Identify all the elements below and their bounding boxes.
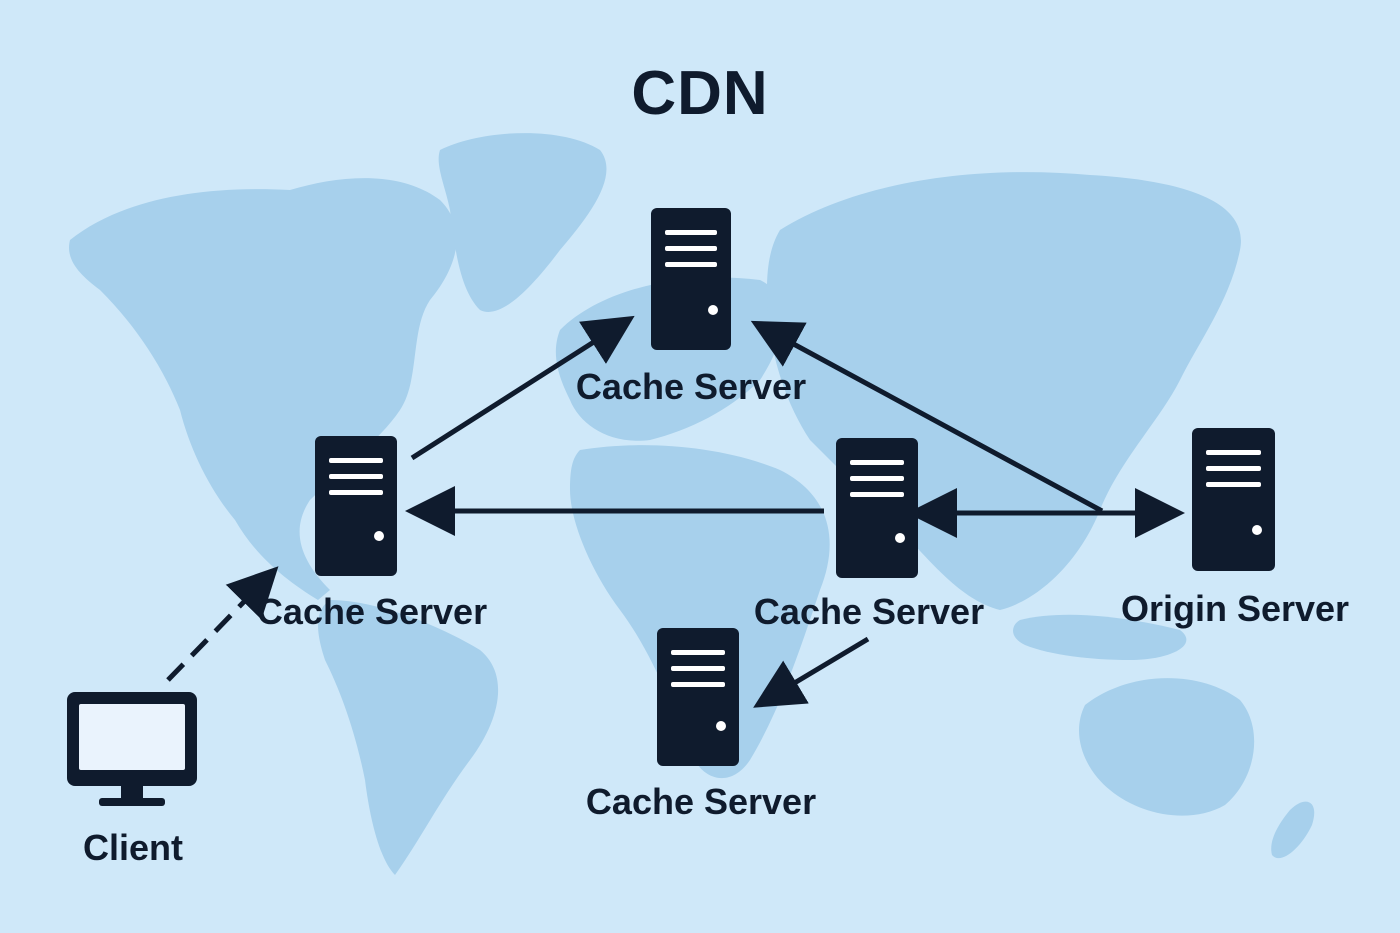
server-icon	[836, 438, 918, 578]
edge-cache-central-to-cache-south	[753, 636, 870, 708]
server-icon	[651, 208, 731, 350]
edge-client-to-cache-west	[166, 566, 279, 682]
australia-shape	[1079, 678, 1255, 816]
connections	[166, 315, 1185, 708]
south-america-shape	[318, 600, 499, 875]
indonesia-shape	[1013, 614, 1187, 660]
edge-origin-to-cache-north	[750, 320, 1104, 514]
server-icon	[1192, 428, 1275, 571]
server-icon	[315, 436, 397, 576]
server-icon	[657, 628, 739, 766]
client-label: Client	[82, 827, 184, 868]
greenland-shape	[438, 133, 607, 312]
cache-server-north-label: Cache Server	[575, 366, 807, 407]
cache-server-south-label: Cache Server	[585, 781, 817, 822]
new-zealand-shape	[1271, 801, 1315, 859]
edge-cache-west-to-cache-north	[410, 315, 635, 461]
diagram-title: CDN	[631, 59, 769, 128]
origin-server-label: Origin Server	[1120, 588, 1350, 629]
monitor-icon	[67, 692, 197, 806]
cache-server-west-label: Cache Server	[256, 591, 488, 632]
cache-server-central-label: Cache Server	[753, 591, 985, 632]
north-america-shape	[69, 178, 457, 600]
